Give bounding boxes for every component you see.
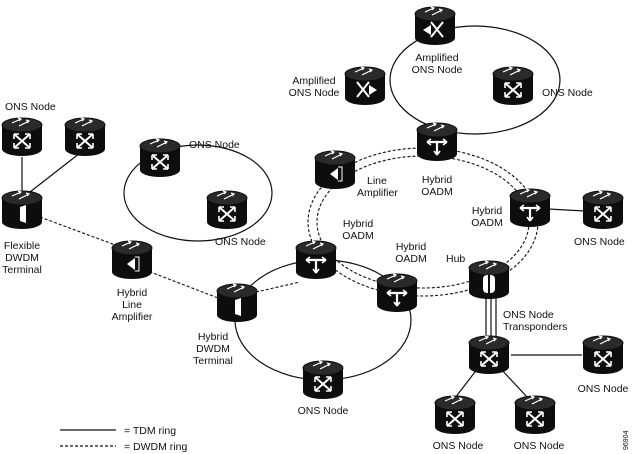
amplified-tdm-ring: [389, 25, 561, 135]
ons-node-icon: [64, 117, 106, 156]
label-ons-node: ONS Node: [574, 236, 625, 248]
legend-dwdm-label: = DWDM ring: [124, 441, 187, 453]
ons-node-icon: [492, 66, 534, 105]
ons-node-icon: [514, 395, 556, 434]
legend-tdm-label: = TDM ring: [124, 425, 176, 437]
hybrid-oadm-icon: [416, 122, 458, 161]
left-tdm-ring: [123, 144, 273, 242]
label-ons-node: ONS Node: [298, 405, 349, 417]
hub-icon: [468, 260, 510, 299]
label-ons-node: ONS Node: [433, 440, 484, 452]
label-ons-node: ONS Node: [189, 139, 240, 151]
dwdm-chain-links: [39, 216, 301, 299]
link-bottom-a: [454, 367, 479, 399]
label-ons-node: ONS Node: [542, 87, 593, 99]
label-ons-node: ONS Node: [514, 440, 565, 452]
ons-node-icon: [302, 360, 344, 399]
line-amplifier-icon: [314, 150, 356, 189]
link-oadm-right-ons: [547, 208, 586, 212]
ons-node-icon: [582, 190, 624, 229]
link-bottom-b: [499, 367, 529, 399]
flexible-dwdm-terminal-icon: [1, 190, 43, 229]
figure-id: 96904: [623, 430, 630, 450]
label-ons-node: ONS Node: [578, 383, 629, 395]
hybrid-line-amplifier-icon: [111, 240, 153, 279]
label-ons-node: ONS Node: [5, 101, 56, 113]
ons-node-icon: [434, 395, 476, 434]
ons-node-icon: [582, 335, 624, 374]
hybrid-oadm-icon: [376, 273, 418, 312]
amplified-ons-node-icon: [344, 66, 386, 105]
hybrid-oadm-icon: [509, 188, 551, 227]
amplified-ons-node-icon: [414, 6, 456, 45]
ons-node-icon: [139, 138, 181, 177]
hybrid-dwdm-terminal-icon: [216, 283, 258, 322]
ons-node-icon: [206, 190, 248, 229]
ons-node-icon: [1, 117, 43, 156]
ons-node-transponders-icon: [468, 335, 510, 374]
link-ons2-to-flexible: [29, 152, 81, 193]
hybrid-oadm-icon: [295, 240, 337, 279]
label-ons-node: ONS Node: [215, 236, 266, 248]
label-hub: Hub: [446, 253, 465, 265]
